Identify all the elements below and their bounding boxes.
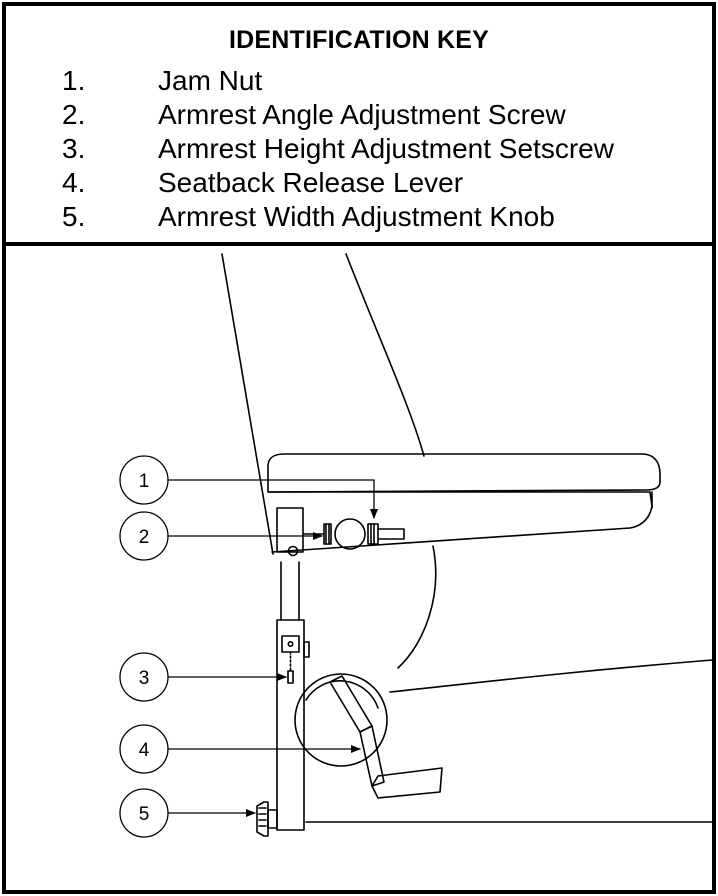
angle-screw-head-nut — [323, 523, 332, 545]
identification-key-list: 1. Jam Nut 2. Armrest Angle Adjustment Scr… — [62, 64, 614, 234]
armrest-pad — [267, 453, 661, 553]
key-item-number: 5. — [62, 201, 86, 232]
seatback-release-lever — [294, 673, 443, 799]
callout-3: 3 — [119, 652, 287, 702]
column-upper-bracket — [276, 507, 304, 553]
callout-5-number: 5 — [139, 804, 150, 825]
column-side-tab — [303, 641, 310, 658]
jam-nut-shape — [367, 523, 379, 545]
knob-grip — [256, 801, 269, 837]
key-item-2: 2. Armrest Angle Adjustment Screw — [62, 98, 614, 132]
callout-1: 1 — [119, 455, 378, 519]
height-setscrew — [287, 670, 294, 684]
seatback-outline — [221, 253, 425, 555]
width-adjustment-knob — [256, 801, 278, 837]
key-item-label: Armrest Width Adjustment Knob — [158, 201, 555, 232]
setscrew-cover — [281, 635, 300, 653]
column-tube — [280, 561, 300, 621]
seat-top-line — [389, 659, 712, 693]
callout-3-number: 3 — [139, 668, 150, 689]
release-hub-outer — [294, 673, 388, 767]
key-item-4: 4. Seatback Release Lever — [62, 166, 614, 200]
knob-knurling — [258, 807, 267, 827]
key-item-number: 4. — [62, 167, 86, 198]
seatback-front-edge — [221, 253, 274, 555]
setscrew-hole — [287, 640, 294, 647]
armrest-pad-top — [267, 453, 661, 493]
angle-pivot-ball — [334, 518, 366, 550]
callout-4-number: 4 — [139, 740, 150, 761]
lever-lower-arm — [359, 725, 385, 787]
column-housing — [276, 619, 305, 831]
lever-handle — [371, 767, 443, 799]
release-hub-inner-arc — [305, 680, 379, 709]
key-item-label: Armrest Height Adjustment Setscrew — [158, 133, 614, 164]
key-item-number: 3. — [62, 133, 86, 164]
key-item-5: 5. Armrest Width Adjustment Knob — [62, 200, 614, 234]
armrest-diagram-panel: 1 2 3 4 5 — [6, 246, 712, 890]
seatback-rear-edge — [345, 253, 425, 457]
identification-key-panel: IDENTIFICATION KEY 1. Jam Nut 2. Armrest A… — [6, 6, 712, 246]
lever-upper-arm — [329, 675, 373, 733]
callout-5: 5 — [119, 788, 256, 838]
chair-support — [305, 545, 712, 823]
identification-key-title: IDENTIFICATION KEY — [228, 26, 490, 54]
callout-2-number: 2 — [139, 527, 150, 548]
key-item-label: Jam Nut — [158, 65, 263, 96]
support-curve — [397, 545, 437, 669]
key-item-number: 2. — [62, 99, 86, 130]
angle-screw-nut-ridges — [325, 523, 330, 545]
armrest-column — [276, 507, 310, 831]
callout-1-leader — [167, 479, 378, 519]
key-item-number: 1. — [62, 65, 86, 96]
key-item-label: Armrest Angle Adjustment Screw — [158, 99, 566, 130]
key-item-3: 3. Armrest Height Adjustment Setscrew — [62, 132, 614, 166]
armrest-diagram: 1 2 3 4 5 — [119, 253, 712, 838]
callout-4: 4 — [119, 724, 361, 774]
angle-screw-tip — [377, 528, 405, 540]
column-pivot — [287, 545, 299, 557]
callout-1-number: 1 — [139, 471, 150, 492]
callout-2: 2 — [119, 511, 323, 561]
angle-adjustment-assembly — [303, 518, 405, 550]
knob-collar — [267, 809, 278, 829]
key-item-label: Seatback Release Lever — [158, 167, 464, 198]
jam-nut-ridges — [370, 523, 375, 545]
key-item-1: 1. Jam Nut — [62, 64, 614, 98]
